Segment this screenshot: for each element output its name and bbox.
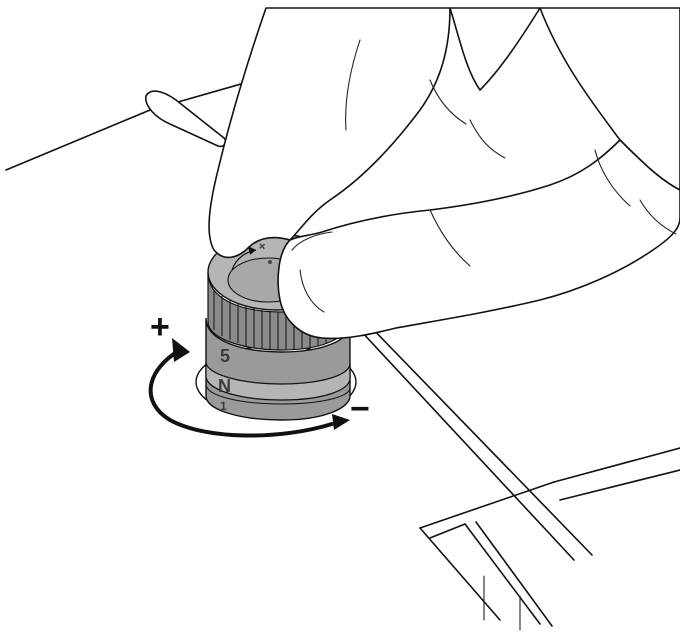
minus-label: −: [350, 390, 370, 428]
knob-scale-1: 1: [220, 399, 227, 413]
diagonal-rod: [359, 321, 593, 561]
knob-scale-5: 5: [220, 346, 230, 366]
arrow-head-minus: [332, 414, 350, 430]
index-finger: [208, 7, 451, 259]
hand: [208, 7, 680, 340]
rotation-arrow: [148, 338, 350, 438]
arrow-head-plus: [172, 338, 190, 362]
recessed-slot: [419, 447, 680, 631]
knob-scale-n: N: [218, 376, 231, 396]
middle-finger: [449, 7, 541, 91]
plus-label: +: [150, 308, 170, 346]
